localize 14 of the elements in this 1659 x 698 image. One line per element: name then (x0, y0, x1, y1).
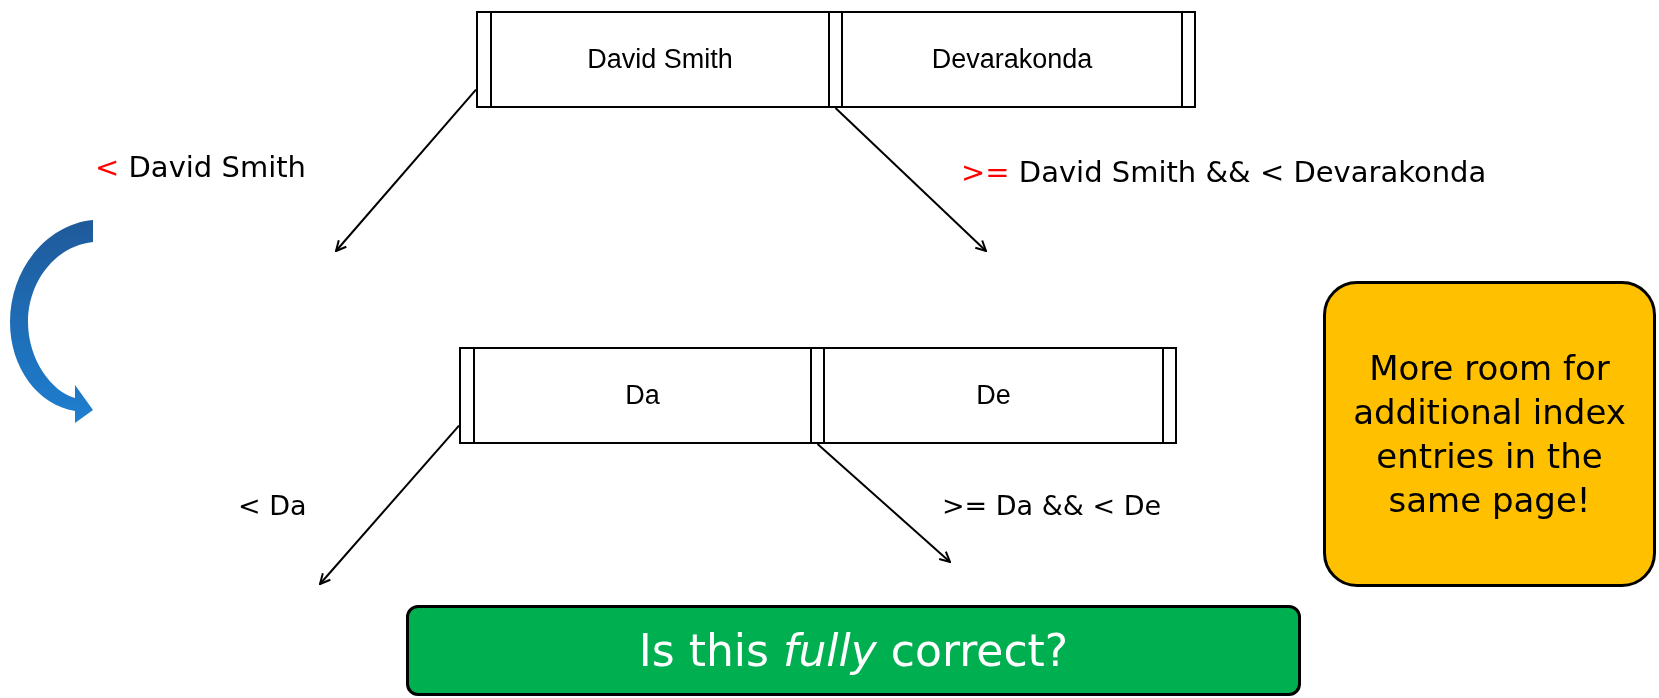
pointer-slot (810, 347, 825, 444)
key-cell: Da (475, 347, 810, 444)
key-cell: De (825, 347, 1162, 444)
question-banner: Is this fully correct? (406, 605, 1301, 696)
index-page (459, 347, 1177, 444)
pointer-slot (828, 11, 843, 108)
arrow (335, 88, 477, 252)
key-cell: David Smith (492, 11, 828, 108)
arrow (834, 107, 987, 252)
index-page (476, 11, 1196, 108)
note-box: More room for additional index entries in the same page! (1323, 281, 1656, 587)
arrow (816, 443, 951, 563)
key-cell: Devarakonda (843, 11, 1181, 108)
arrow (319, 424, 460, 585)
